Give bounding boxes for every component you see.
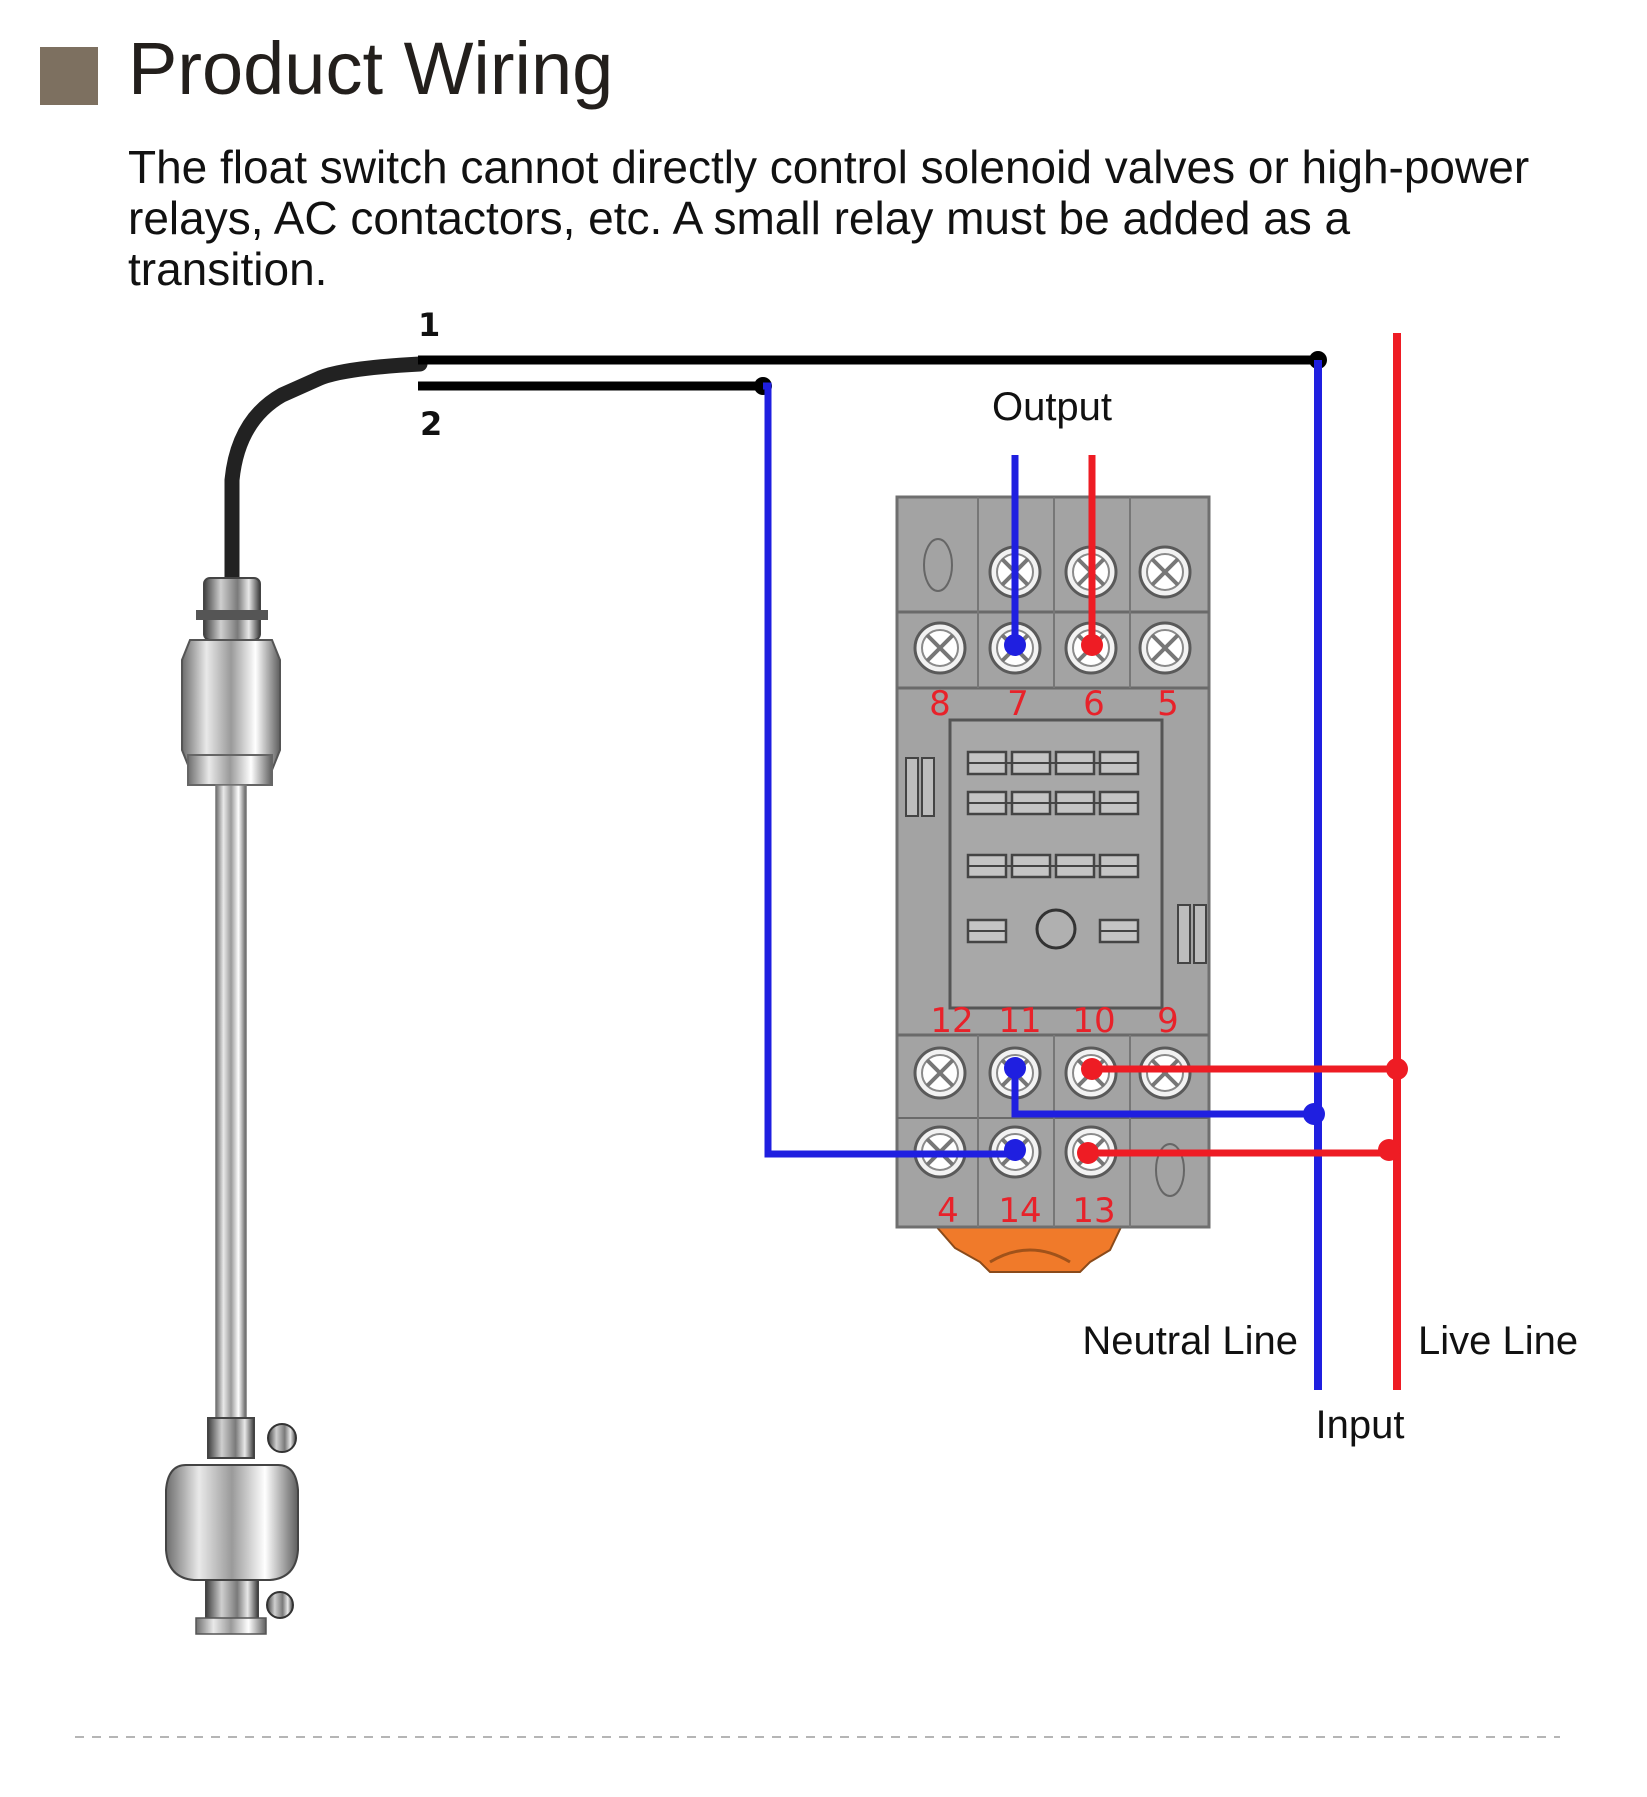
terminal-5: 5 — [1157, 684, 1179, 724]
terminal-8: 8 — [929, 684, 951, 724]
terminal-6: 6 — [1083, 684, 1105, 724]
neutral-line-label: Neutral Line — [1082, 1319, 1298, 1363]
float-switch — [165, 356, 428, 1635]
relay-socket: 8 7 6 5 12 11 10 9 4 14 13 — [895, 495, 1211, 1273]
terminal-11: 11 — [998, 1001, 1041, 1041]
float-stem — [215, 784, 247, 1426]
live-line-label: Live Line — [1418, 1319, 1578, 1363]
terminal-4: 4 — [937, 1191, 959, 1231]
terminal-14: 14 — [998, 1191, 1041, 1231]
input-label: Input — [1316, 1403, 1405, 1447]
output-wires — [1004, 455, 1103, 656]
terminal-12: 12 — [930, 1001, 973, 1041]
float-ball — [165, 1464, 299, 1581]
terminal-7: 7 — [1007, 684, 1029, 724]
heading-square-icon — [40, 47, 98, 105]
terminal-11-to-neutral — [1011, 1068, 1318, 1118]
wire-1-label: 1 — [418, 306, 440, 344]
output-label: Output — [992, 385, 1112, 429]
hex-nut — [181, 639, 281, 771]
float-switch-cable — [224, 356, 428, 588]
terminal-9: 9 — [1157, 1001, 1179, 1041]
page-description: The float switch cannot directly control… — [128, 141, 1530, 295]
page-title: Product Wiring — [128, 27, 614, 110]
cable-gland — [203, 577, 261, 641]
terminal-13: 13 — [1072, 1191, 1115, 1231]
wire-2-label: 2 — [420, 405, 442, 443]
wire-2-to-terminal-14 — [763, 382, 1015, 1158]
input-wiring — [763, 333, 1408, 1390]
signal-wires: 1 2 — [418, 306, 1327, 443]
terminal-10: 10 — [1072, 1001, 1115, 1041]
